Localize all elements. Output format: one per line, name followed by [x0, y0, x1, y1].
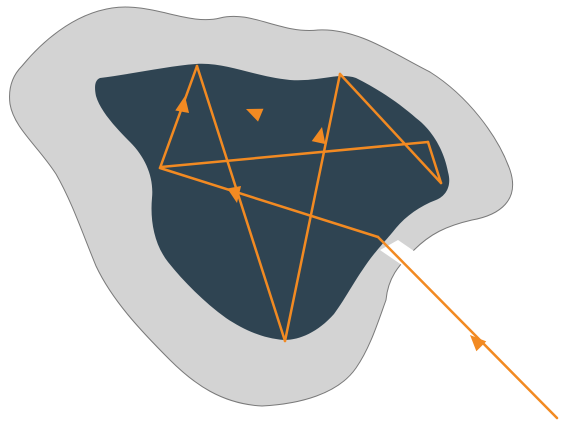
ray-segment	[378, 237, 557, 418]
